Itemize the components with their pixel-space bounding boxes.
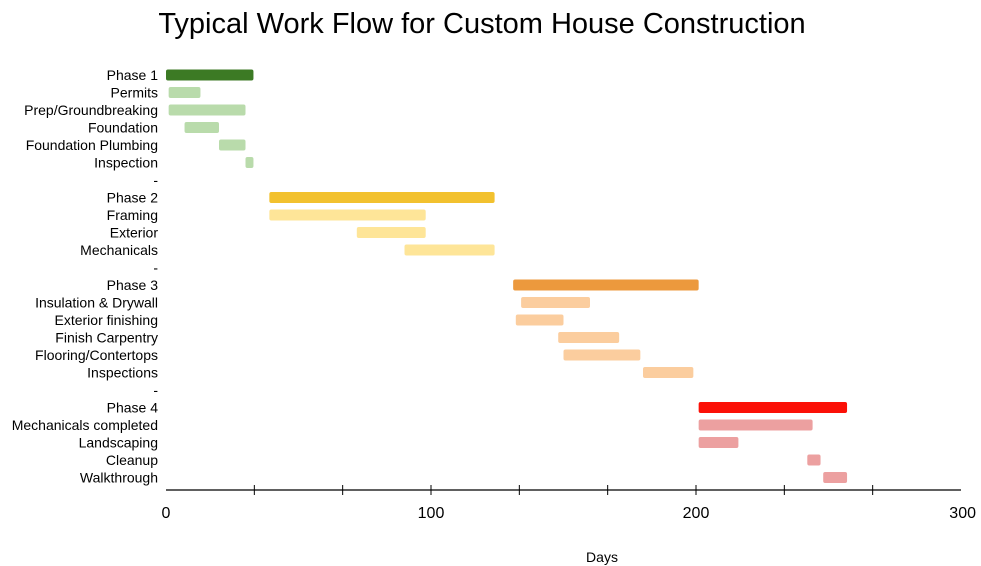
task-bar xyxy=(513,279,699,291)
x-tick-label: 200 xyxy=(683,505,710,522)
task-bar xyxy=(643,367,694,378)
row-label: Landscaping xyxy=(79,435,158,451)
task-bar xyxy=(823,472,848,483)
x-tick-label: 0 xyxy=(162,505,171,522)
task-bar xyxy=(168,104,246,116)
row-labels: Phase 1 PermitsPrep/GroundbreakingFoundat… xyxy=(12,67,159,486)
task-bar xyxy=(558,332,620,343)
row-label: - xyxy=(153,260,158,276)
x-axis-label: Days xyxy=(586,549,618,565)
row-label: - xyxy=(153,172,158,188)
row-label: Exterior finishing xyxy=(55,312,159,328)
row-label: Phase 4 xyxy=(107,400,159,416)
task-bar xyxy=(698,402,848,413)
row-label: Cleanup xyxy=(106,452,158,468)
task-bar xyxy=(269,192,495,203)
x-axis-ticks: 0 100 200 300 xyxy=(162,485,976,522)
row-label: Inspections xyxy=(87,365,158,381)
task-bar xyxy=(698,419,813,431)
row-label: Phase 2 xyxy=(107,190,159,206)
row-label: Inspection xyxy=(94,155,158,171)
chart-title: Typical Work Flow for Custom House Const… xyxy=(158,8,806,40)
row-label: Phase 3 xyxy=(107,277,159,293)
row-label: Permits xyxy=(111,85,158,101)
task-bar xyxy=(219,139,246,151)
task-bar xyxy=(698,437,739,448)
row-label: Framing xyxy=(107,207,158,223)
task-bars xyxy=(166,69,848,483)
row-label: Prep/Groundbreaking xyxy=(24,102,158,118)
task-bar xyxy=(184,122,219,133)
task-bar xyxy=(807,454,821,466)
task-bar xyxy=(168,87,201,98)
x-tick-label: 300 xyxy=(949,505,976,522)
task-bar xyxy=(404,244,495,256)
row-label: Foundation xyxy=(88,120,158,136)
x-tick-label: 100 xyxy=(418,505,445,522)
task-bar xyxy=(563,349,641,361)
task-bar xyxy=(515,314,564,326)
row-label: Walkthrough xyxy=(80,470,158,486)
row-label: Mechanicals xyxy=(80,242,158,258)
row-label: Finish Carpentry xyxy=(55,330,158,346)
row-label: Insulation & Drywall xyxy=(35,295,158,311)
row-label: Mechanicals completed xyxy=(12,417,158,433)
row-label: Flooring/Contertops xyxy=(35,347,158,363)
task-bar xyxy=(521,297,590,308)
task-bar xyxy=(269,209,426,221)
task-bar xyxy=(166,69,254,81)
row-label: Exterior xyxy=(110,225,159,241)
row-label: Foundation Plumbing xyxy=(26,137,158,153)
task-bar xyxy=(356,227,426,238)
task-bar xyxy=(245,157,254,168)
row-label: Phase 1 xyxy=(107,67,159,83)
row-label: - xyxy=(153,382,158,398)
